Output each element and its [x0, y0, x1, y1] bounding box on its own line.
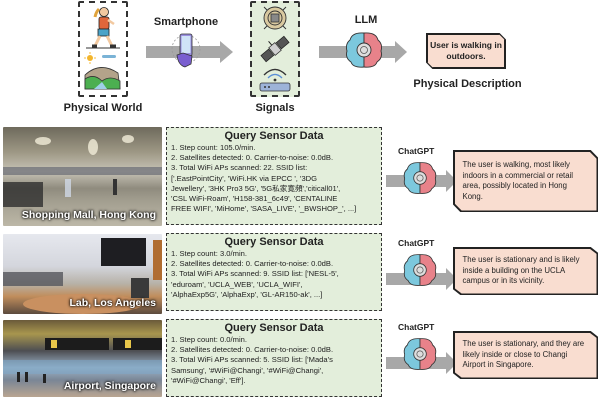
smartphone-icon: [171, 33, 201, 68]
chatgpt-answer-box: The user is stationary and is likely ins…: [454, 248, 597, 294]
chatgpt-answer-box: The user is stationary, and they are lik…: [454, 332, 597, 378]
query-line: 'CSL WiFi-Roam', 'H158-381_6c49', 'CENTA…: [171, 194, 338, 204]
query-line: 1. Step count: 3.0/min.: [171, 249, 247, 258]
chatgpt-answer-box: The user is walking, most likely indoors…: [454, 151, 597, 211]
query-sensor-data-box: Query Sensor Data 1. Step count: 3.0/min…: [166, 233, 382, 311]
query-title: Query Sensor Data: [224, 322, 324, 334]
query-sensor-data-box: Query Sensor Data 1. Step count: 105.0/m…: [166, 127, 382, 225]
chatgpt-brain-icon: [403, 254, 437, 286]
physical-description-label: Physical Description: [413, 78, 522, 90]
query-line: 2. Satellites detected: 0. Carrier-to-no…: [171, 153, 334, 163]
chatgpt-brain-icon: [403, 162, 437, 194]
query-line: Jewellery', '3HK Pro3 5G', '5G私家寛頻','cit…: [171, 183, 341, 193]
chatgpt-label: ChatGPT: [398, 146, 435, 156]
query-line: FREE WIFI', 'MiHome', 'SASA_LIVE', '_BWS…: [171, 204, 357, 214]
signals-box: [250, 1, 300, 97]
query-line: 3. Total WiFi APs scanned: 5. SSID list:…: [171, 355, 333, 365]
query-line: 'eduroam', 'UCLA_WEB', 'UCLA_WIFI',: [171, 279, 303, 289]
gnss-receiver-icon: [263, 6, 287, 30]
llm-brain-icon: [345, 32, 383, 68]
chatgpt-brain-icon: [403, 338, 437, 370]
query-title: Query Sensor Data: [224, 236, 324, 248]
landscape-icon: [84, 52, 121, 90]
location-caption: Airport, Singapore: [63, 380, 156, 392]
query-line: ['.EastPointCity', 'WiFi.HK via EPCC ', …: [171, 173, 318, 183]
query-line: 3. Total WiFi APs scanned: 9. SSID list:…: [171, 269, 339, 279]
physical-world-box: [78, 1, 128, 97]
physical-description-box: User is walking in outdoors.: [427, 34, 505, 68]
chatgpt-label: ChatGPT: [398, 238, 435, 248]
physical-world-label: Physical World: [63, 102, 143, 114]
query-sensor-data-box: Query Sensor Data 1. Step count: 0.0/min…: [166, 319, 382, 397]
query-line: 1. Step count: 105.0/min.: [171, 143, 256, 152]
llm-label: LLM: [354, 14, 378, 26]
walking-person-icon: [86, 7, 120, 49]
query-line: Samsung', '#WiFi@Changi', '#WiFi@Changi'…: [171, 365, 324, 375]
signals-label: Signals: [255, 102, 295, 114]
chatgpt-label: ChatGPT: [398, 322, 435, 332]
photo-lab: Lab, Los Angeles: [3, 234, 162, 314]
location-caption: Lab, Los Angeles: [69, 297, 156, 309]
query-line: 2. Satellites detected: 0. Carrier-to-no…: [171, 345, 334, 355]
wifi-router-icon: [259, 68, 291, 92]
physical-world-illustration: [84, 7, 121, 90]
photo-shopping-mall: Shopping Mall, Hong Kong: [3, 127, 162, 226]
photo-airport: Airport, Singapore: [3, 320, 162, 397]
query-line: '#WiFi@Changi', 'Eff'].: [171, 375, 246, 385]
satellite-icon: [260, 35, 290, 63]
query-title: Query Sensor Data: [224, 130, 324, 142]
smartphone-label: Smartphone: [153, 16, 219, 28]
query-line: 3. Total WiFi APs scanned: 22. SSID list…: [171, 163, 308, 173]
query-line: 1. Step count: 0.0/min.: [171, 335, 247, 344]
query-line: 'AlphaExp5G', 'AlphaExp', 'GL-AR150-ak',…: [171, 289, 323, 299]
query-line: 2. Satellites detected: 0. Carrier-to-no…: [171, 259, 334, 269]
location-caption: Shopping Mall, Hong Kong: [21, 209, 156, 221]
